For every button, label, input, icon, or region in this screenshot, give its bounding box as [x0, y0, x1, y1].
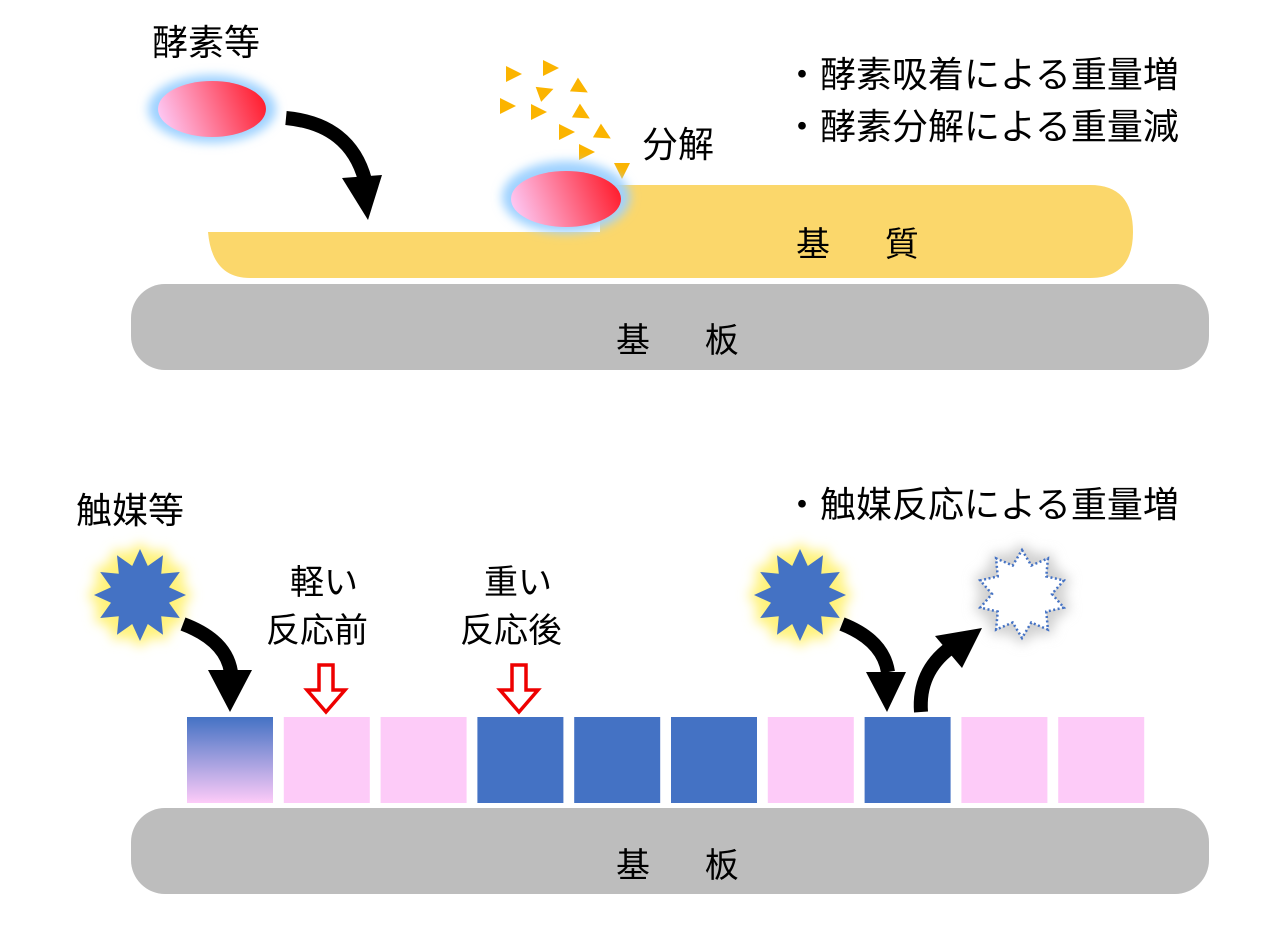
catalyst-label: 触媒等: [76, 491, 185, 532]
substrate-label: 基 質: [796, 225, 941, 265]
catalyst-star-released: [974, 544, 1070, 644]
cell-heavy: [574, 717, 661, 803]
cell-light: [961, 717, 1048, 803]
catalyst-star-right: [748, 543, 852, 647]
adsorb-arrow: [285, 111, 382, 220]
heavy-label-line2: 反応後: [460, 611, 562, 651]
indicator-arrow-light: [303, 663, 349, 715]
fragment-triangle: [614, 163, 630, 179]
light-label-line2: 反応前: [266, 611, 368, 651]
enzyme-free: [148, 75, 276, 143]
star-shape: [977, 547, 1067, 641]
substrate-layer: [208, 185, 1133, 278]
enzyme-label: 酵素等: [152, 23, 261, 64]
fragment-triangle: [559, 124, 575, 140]
cell-heavy: [864, 717, 951, 803]
catalyst-arrow-out: [913, 628, 982, 713]
fragment-triangle: [543, 60, 559, 76]
cell-reacting: [187, 717, 273, 803]
cell-light: [283, 717, 370, 803]
fragment-triangle: [535, 86, 554, 102]
cell-light: [1058, 717, 1145, 803]
star-shape: [94, 549, 186, 641]
star-shape: [754, 549, 846, 641]
light-label-line1: 軽い: [290, 563, 358, 603]
fragment-triangle: [531, 104, 547, 120]
fragment-triangle: [579, 144, 595, 160]
heavy-label-line1: 重い: [484, 563, 552, 603]
cell-light: [767, 717, 854, 803]
note-catalytic-increase: ・触媒反応による重量増: [784, 485, 1179, 526]
catalyst-arrow-left: [180, 617, 252, 712]
cell-light: [380, 717, 467, 803]
catalyst-arrow-in: [839, 617, 906, 712]
cell-heavy: [477, 717, 564, 803]
bottom-base-label: 基 板: [616, 846, 761, 886]
top-notes: ・酵素吸着による重量増 ・酵素分解による重量減: [784, 50, 1179, 154]
note-decomposition-decrease: ・酵素分解による重量減: [784, 107, 1179, 148]
top-base-label: 基 板: [616, 321, 761, 361]
bottom-notes: ・触媒反応による重量増: [784, 480, 1179, 532]
fragments-group: [500, 60, 630, 179]
decompose-label: 分解: [642, 125, 715, 166]
cell-row: [187, 717, 1145, 803]
indicator-arrow-heavy: [496, 663, 542, 715]
cell-heavy: [671, 717, 757, 803]
bottom-base-plate: [131, 808, 1209, 894]
catalyst-star-left: [88, 543, 192, 647]
fragment-triangle: [571, 103, 590, 119]
note-adsorption-increase: ・酵素吸着による重量増: [784, 55, 1179, 96]
top-base-plate: [131, 284, 1209, 370]
fragment-triangle: [592, 123, 611, 139]
fragment-triangle: [506, 66, 522, 82]
fragment-triangle: [569, 77, 588, 93]
fragment-triangle: [500, 98, 516, 114]
enzyme-adsorbed: [502, 161, 630, 233]
